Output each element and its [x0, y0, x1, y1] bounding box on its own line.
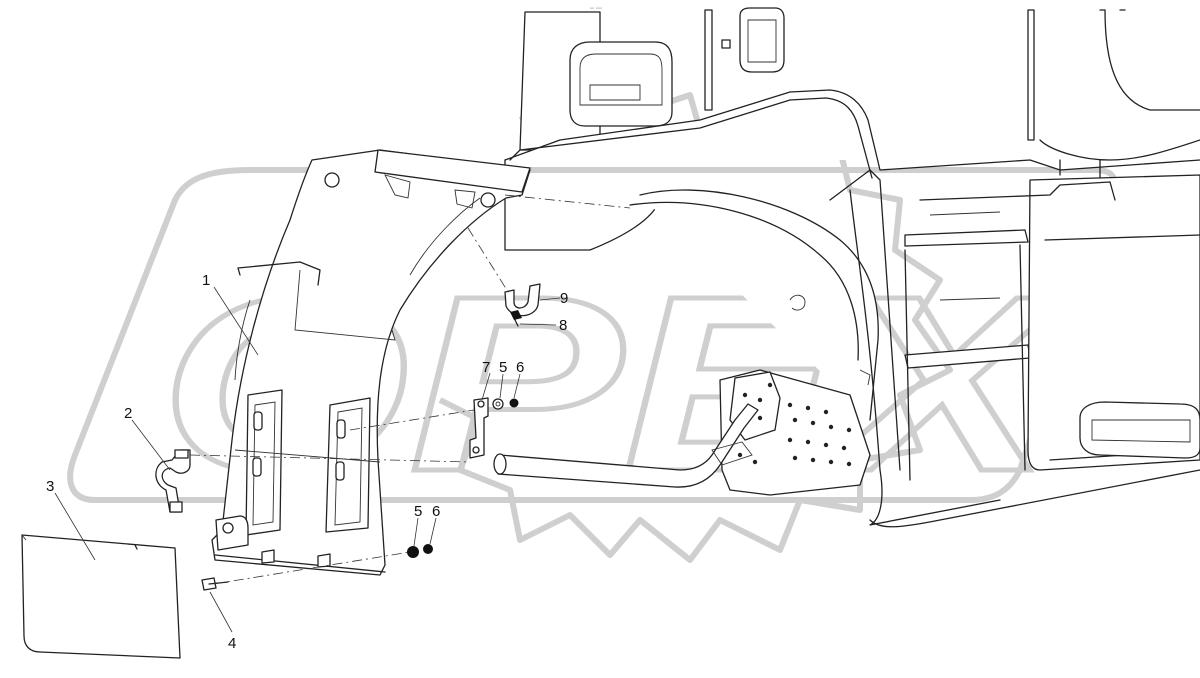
callout-5-lower: 5 — [414, 503, 422, 520]
cab-structure: ◦◦ ◦◦◦ — [504, 6, 1200, 528]
bolt-hole — [737, 452, 743, 458]
bolt-hole — [828, 459, 834, 465]
tiny-label: ◦◦ ◦◦◦ — [590, 6, 602, 12]
callout-9: 9 — [560, 290, 568, 307]
callout-4: 4 — [228, 635, 236, 652]
bolt-hole — [841, 445, 847, 451]
callout-5-upper: 5 — [499, 359, 507, 376]
mudflap-part-3 — [21, 534, 181, 659]
bolt-hole — [846, 461, 852, 467]
assembly-lines — [189, 194, 631, 585]
bolt-hole — [792, 417, 798, 423]
washer-part-5-lower — [407, 546, 419, 558]
bolt-hole — [810, 457, 816, 463]
callout-7: 7 — [482, 359, 490, 376]
support-tube — [493, 403, 759, 488]
bolt-hole — [823, 409, 829, 415]
bolt-hole — [787, 402, 793, 408]
washer-part-5-upper — [492, 398, 504, 410]
bolt-hole — [805, 405, 811, 411]
mounting-bracket-plate — [719, 294, 871, 496]
bolt-hole — [823, 442, 829, 448]
bolt-hole — [767, 382, 773, 388]
bolt-part-8 — [510, 310, 522, 327]
bolt-hole — [846, 427, 852, 433]
bolt-hole — [805, 439, 811, 445]
nut-part-6-lower — [423, 544, 433, 554]
callout-labels: 1 2 3 4 5 5 6 6 7 8 9 — [46, 272, 568, 652]
bolt-hole — [752, 459, 758, 465]
bolt-hole — [757, 415, 763, 421]
callout-2: 2 — [124, 405, 132, 422]
bolt-hole — [757, 397, 763, 403]
bolt-hole — [828, 424, 834, 430]
callout-3: 3 — [46, 478, 54, 495]
callout-1: 1 — [202, 272, 210, 289]
fender-part-1 — [211, 149, 531, 576]
clamp-part-2 — [155, 449, 191, 513]
clip-part-7 — [469, 397, 489, 459]
bolt-hole — [742, 392, 748, 398]
bolt-hole — [810, 420, 816, 426]
bolt-hole — [792, 455, 798, 461]
nut-part-6-upper — [509, 398, 519, 408]
callout-8: 8 — [559, 317, 567, 334]
callout-6-upper: 6 — [516, 359, 524, 376]
leader-lines — [54, 286, 561, 633]
bolt-hole — [787, 437, 793, 443]
callout-6-lower: 6 — [432, 503, 440, 520]
